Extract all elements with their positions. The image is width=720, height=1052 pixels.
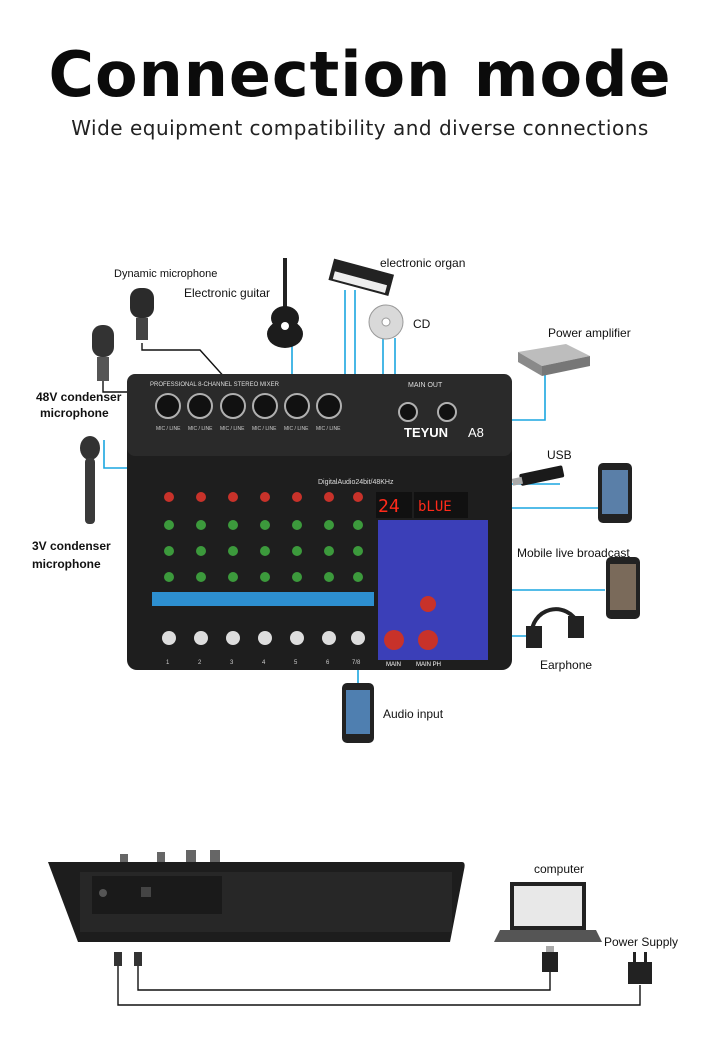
main-out-text: MAIN OUT [408, 382, 443, 389]
channel-number: 6 [326, 660, 330, 666]
label-power-supply: Power Supply [604, 935, 679, 949]
label-usb: USB [547, 448, 572, 462]
phone-icon-live [606, 557, 640, 619]
power-adapter-icon [628, 952, 652, 984]
laptop-icon [494, 882, 602, 942]
model-text: A8 [468, 425, 484, 440]
label-power-amplifier: Power amplifier [548, 326, 631, 340]
label-computer: computer [534, 862, 585, 876]
guitar-icon [267, 258, 303, 348]
digital-display [376, 492, 412, 518]
dynamic-microphone-icon [130, 288, 154, 340]
label-48v-condenser: 48V condenser [36, 390, 122, 404]
page-subtitle: Wide equipment compatibility and diverse… [71, 116, 649, 140]
channel-number: 7/8 [352, 660, 361, 666]
mic-line-label: MIC / LINE [316, 426, 341, 432]
channel-knobs [152, 492, 374, 645]
display-number: 24 [378, 496, 400, 517]
label-electronic-guitar: Electronic guitar [184, 286, 271, 300]
mic-line-label: MIC / LINE [188, 426, 213, 432]
mic-line-label: MIC / LINE [156, 426, 181, 432]
label-48v-microphone: microphone [40, 406, 109, 420]
label-cd: CD [413, 317, 431, 331]
header-text: PROFESSIONAL 8-CHANNEL STEREO MIXER [150, 382, 280, 388]
power-amplifier-icon [518, 344, 590, 376]
channel-number: 2 [198, 660, 202, 666]
keyboard-icon [328, 258, 395, 296]
usb-plug-icon [542, 946, 558, 972]
channel-number: 4 [262, 660, 266, 666]
phone-icon-audio-input [342, 683, 374, 743]
handheld-microphone-icon [80, 436, 100, 524]
label-3v-microphone: microphone [32, 557, 101, 571]
digital-audio-text: DigitalAudio24bit/48KHz [318, 479, 394, 486]
main-text: MAIN [386, 662, 401, 668]
usb-icon [511, 465, 565, 486]
mixer-top-view [127, 374, 512, 670]
label-mobile-live: Mobile live broadcast [517, 546, 630, 560]
mic-line-label: MIC / LINE [284, 426, 309, 432]
headphones-icon [526, 607, 584, 648]
channel-number: 3 [230, 660, 234, 666]
label-dynamic-microphone: Dynamic microphone [114, 268, 218, 280]
rear-cables [117, 960, 641, 1006]
main-ph-text: MAIN PH [416, 662, 441, 668]
brand-text: TEYUN [404, 425, 448, 440]
channel-number: 5 [294, 660, 298, 666]
phone-icon-usb [598, 463, 632, 523]
display-text: bLUE [418, 499, 452, 515]
page-title: Connection mode [48, 38, 672, 111]
mic-line-label: MIC / LINE [220, 426, 245, 432]
text-display [414, 492, 468, 518]
label-3v-condenser: 3V condenser [32, 539, 111, 553]
mic-line-label: MIC / LINE [252, 426, 277, 432]
mixer-rear-view [48, 850, 465, 942]
condenser-microphone-icon [92, 325, 114, 381]
cd-icon [368, 304, 404, 340]
channel-number: 1 [166, 660, 170, 666]
label-electronic-organ: electronic organ [380, 256, 466, 270]
label-audio-input: Audio input [383, 707, 444, 721]
label-earphone: Earphone [540, 658, 593, 672]
